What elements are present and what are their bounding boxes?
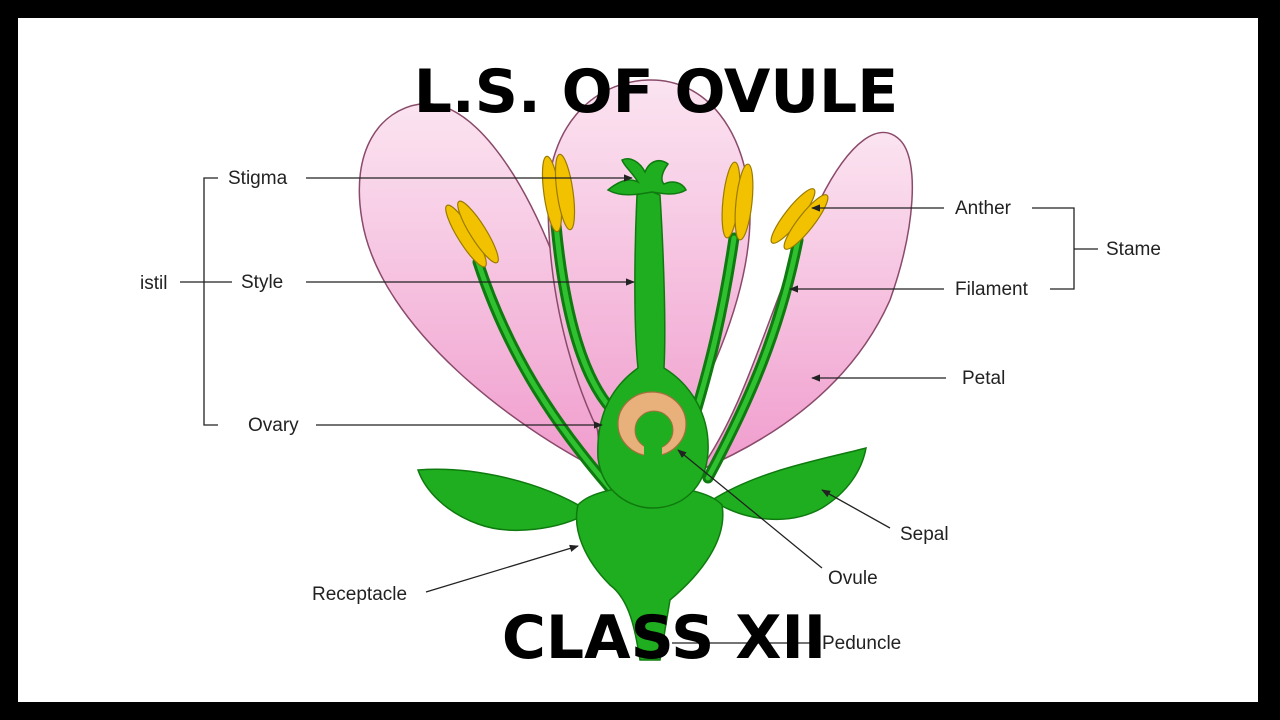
leader-lines — [180, 174, 1098, 644]
sepal-right — [710, 446, 867, 521]
label-anther: Anther — [955, 198, 1012, 219]
label-ovary: Ovary — [248, 415, 299, 436]
label-peduncle: Peduncle — [822, 633, 901, 654]
anthers — [445, 153, 829, 268]
page-title: L.S. OF OVULE — [414, 57, 899, 127]
label-filament: Filament — [955, 279, 1029, 300]
sepal-arrow — [821, 489, 891, 529]
label-pistil: istil — [140, 273, 167, 294]
label-stamen: Stame — [1106, 239, 1161, 260]
sepal-left — [416, 468, 592, 531]
label-sepal: Sepal — [900, 524, 949, 545]
label-style: Style — [241, 272, 283, 293]
label-receptacle: Receptacle — [312, 584, 407, 605]
label-petal: Petal — [962, 368, 1005, 389]
ovule — [617, 391, 687, 462]
stamen-bracket — [1032, 207, 1075, 290]
receptacle-arrow — [425, 544, 579, 593]
filaments-inner — [475, 222, 801, 491]
page-subtitle: CLASS XII — [502, 603, 826, 673]
label-ovule: Ovule — [828, 568, 878, 589]
stigma-lobes — [606, 158, 687, 196]
ovule-arrow — [677, 449, 823, 569]
label-stigma: Stigma — [228, 168, 288, 189]
pistil-bracket — [203, 177, 218, 426]
